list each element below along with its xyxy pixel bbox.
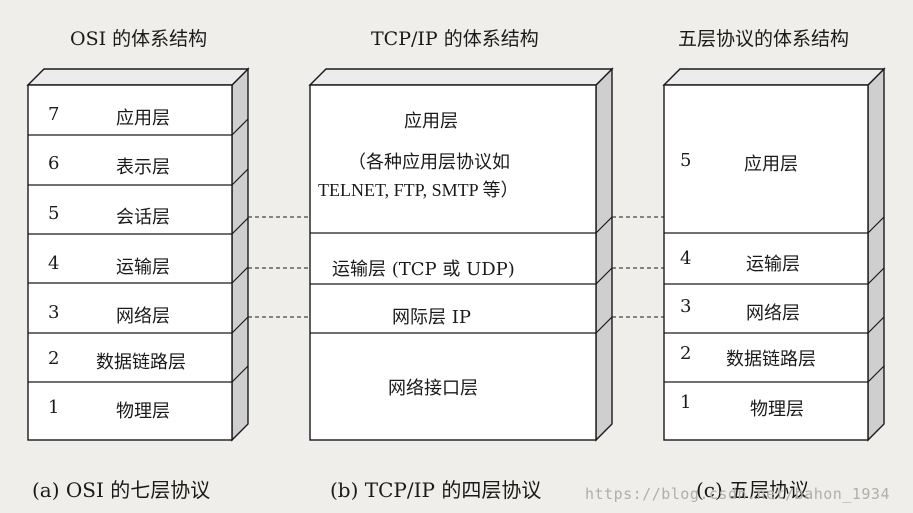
five-layer-data-link: 数据链路层 — [726, 349, 816, 370]
five-layer-caption: (c) 五层协议 — [696, 478, 810, 502]
osi-side-divider-6 — [231, 365, 249, 383]
tcpip-layer-network-interface: 网络接口层 — [388, 378, 478, 399]
tcpip-title: TCP/IP 的体系结构 — [371, 28, 539, 50]
osi-side-divider-3 — [231, 217, 249, 235]
five-layer-title: 五层协议的体系结构 — [678, 28, 850, 50]
osi-layer-num-1: 1 — [48, 397, 60, 418]
tcpip-side-divider-1 — [595, 216, 613, 234]
osi-layer-transport: 运输层 — [116, 257, 170, 278]
tcpip-side-divider-2 — [595, 267, 613, 285]
osi-side-divider-1 — [231, 118, 249, 136]
osi-side-divider-4 — [231, 266, 249, 284]
tcpip-side-face — [595, 67, 613, 442]
five-layer-transport: 运输层 — [746, 254, 800, 275]
five-front-face — [663, 84, 869, 441]
watermark-url: https://blog.csdn.net/bahon_1934 — [585, 485, 890, 503]
tcpip-application-protocols-line1: （各种应用层协议如 — [348, 152, 510, 173]
tcpip-top-face — [308, 68, 614, 86]
tcpip-layer-transport: 运输层 (TCP 或 UDP) — [332, 259, 515, 280]
five-side-divider-1 — [867, 216, 885, 234]
osi-side-divider-2 — [231, 168, 249, 186]
osi-title: OSI 的体系结构 — [70, 28, 208, 50]
osi-layer-num-6: 6 — [48, 153, 60, 174]
five-layer-stack — [662, 67, 886, 442]
osi-layer-num-4: 4 — [48, 253, 60, 274]
osi-front-face — [27, 84, 233, 441]
osi-side-face — [231, 67, 249, 442]
five-layer-num-2: 2 — [680, 343, 692, 364]
osi-layer-num-7: 7 — [48, 104, 60, 125]
osi-side-divider-5 — [231, 316, 249, 334]
tcpip-stack — [308, 67, 614, 442]
osi-layer-application: 应用层 — [116, 108, 170, 129]
osi-layer-session: 会话层 — [116, 207, 170, 228]
osi-stack — [26, 67, 250, 442]
tcpip-layer-internet: 网际层 IP — [392, 307, 471, 328]
osi-layer-num-5: 5 — [48, 203, 60, 224]
layer-correspondence-lines — [248, 216, 664, 318]
five-side-divider-4 — [867, 365, 885, 383]
five-layer-num-5: 5 — [680, 150, 692, 171]
five-layer-num-1: 1 — [680, 392, 692, 413]
osi-layer-num-3: 3 — [48, 302, 60, 323]
tcpip-front-face — [309, 84, 597, 441]
five-layer-network: 网络层 — [746, 303, 800, 324]
tcpip-application-protocols-line2: TELNET, FTP, SMTP 等） — [318, 180, 519, 200]
five-layer-physical: 物理层 — [750, 399, 804, 420]
five-side-face — [867, 67, 885, 442]
osi-layer-data-link: 数据链路层 — [96, 352, 186, 373]
osi-caption: (a) OSI 的七层协议 — [32, 478, 211, 502]
osi-top-face — [26, 68, 250, 86]
five-top-face — [662, 68, 886, 86]
tcpip-layer-application: 应用层 — [404, 111, 458, 132]
five-side-divider-3 — [867, 316, 885, 334]
osi-layer-physical: 物理层 — [116, 401, 170, 422]
tcpip-side-divider-3 — [595, 316, 613, 334]
five-layer-application: 应用层 — [744, 154, 798, 175]
osi-layer-presentation: 表示层 — [116, 157, 170, 178]
osi-layer-num-2: 2 — [48, 348, 60, 369]
five-side-divider-2 — [867, 267, 885, 285]
five-layer-num-4: 4 — [680, 248, 692, 269]
osi-layer-network: 网络层 — [116, 306, 170, 327]
five-layer-num-3: 3 — [680, 296, 692, 317]
tcpip-caption: (b) TCP/IP 的四层协议 — [330, 478, 542, 502]
